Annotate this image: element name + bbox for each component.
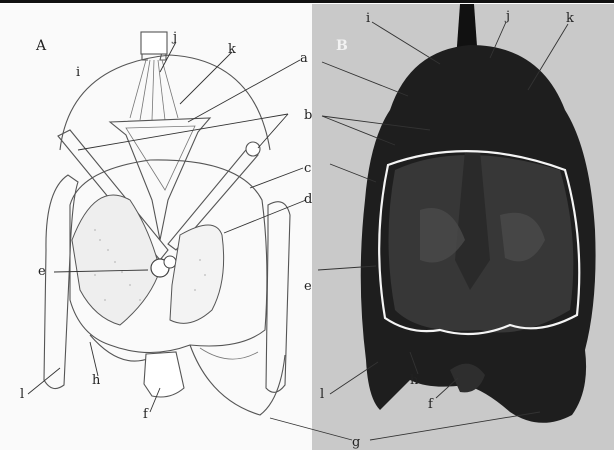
panel-b-photo (312, 4, 614, 450)
label-d: d (304, 192, 312, 207)
label-b: b (304, 108, 312, 123)
label-e-a: e (38, 264, 46, 279)
label-l-b: l (320, 387, 324, 402)
panel-letter-a: A (35, 38, 47, 54)
posterior-stub (144, 352, 184, 397)
label-g: g (352, 435, 360, 450)
label-l-a: l (20, 387, 24, 402)
label-h-a: h (92, 373, 101, 388)
label-k-a: k (228, 42, 236, 57)
tube-cap (141, 32, 167, 54)
label-c-a: c (304, 161, 311, 176)
label-k-b: k (566, 11, 574, 26)
label-a: a (300, 51, 308, 66)
panel-a-drawing (0, 4, 312, 450)
label-e-b: e (304, 279, 312, 294)
label-h-b: h (410, 373, 419, 388)
panel-letter-b: B (336, 38, 348, 54)
label-i-b: i (366, 11, 370, 26)
band-knob (246, 142, 260, 156)
label-i-a: i (76, 65, 80, 80)
